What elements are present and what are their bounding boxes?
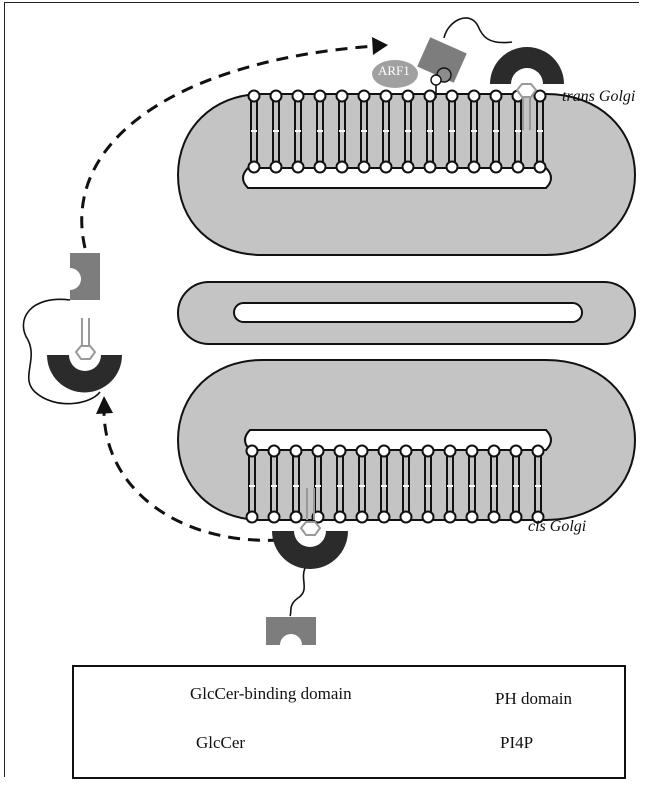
cis-golgi-label: cis Golgi (528, 518, 587, 535)
lipid (335, 89, 349, 174)
lipid (357, 89, 371, 174)
lipid (355, 444, 369, 524)
lipid (291, 89, 305, 174)
pi4p-trans (430, 67, 452, 98)
lipid (445, 89, 459, 174)
cis-bound-complex (266, 488, 348, 645)
cis-golgi-cisterna (176, 359, 637, 524)
figure-frame (4, 2, 639, 777)
trans-golgi-cisterna (176, 89, 637, 256)
dashed-arrow-top (80, 44, 376, 249)
arf1-label: ARF1 (378, 63, 410, 78)
trans-golgi-label: trans Golgi (562, 88, 636, 105)
lipid (269, 89, 283, 174)
lipid (467, 89, 481, 174)
lipid (333, 444, 347, 524)
glccer-binding-domain-trans (490, 47, 564, 84)
lipid (489, 89, 503, 174)
glccer-binding-domain-left (47, 355, 122, 393)
glccer-binding-domain-cis (272, 531, 348, 569)
legend-glccer-label: GlcCer (196, 733, 246, 752)
legend-pi4p-label: PI4P (500, 733, 534, 752)
cis-lipid-bilayer (245, 444, 545, 524)
arf1-protein (372, 60, 418, 88)
dashed-arrow-bottom (102, 411, 281, 542)
linker-tail-cis (289, 567, 306, 617)
lipid (311, 444, 325, 524)
lipid (423, 89, 437, 174)
lipid (465, 444, 479, 524)
lipid (313, 89, 327, 174)
lipid (531, 444, 545, 524)
ph-domain-trans (417, 37, 467, 83)
lipid (533, 89, 547, 174)
middle-golgi-cisterna (177, 281, 636, 345)
lipid (421, 444, 435, 524)
glccer-trans (515, 83, 538, 130)
lipid (487, 444, 501, 524)
lipid (245, 444, 259, 524)
lipid (247, 89, 261, 174)
glccer-left (74, 318, 97, 360)
legend-glccer-binding-label: GlcCer-binding domain (190, 684, 352, 703)
lipid (267, 444, 281, 524)
glccer-cis (299, 488, 322, 536)
linker-tail-left (22, 298, 101, 405)
lipid (443, 444, 457, 524)
legend-box (72, 665, 626, 779)
ph-domain-left (70, 253, 100, 300)
lipid (401, 89, 415, 174)
lipid (509, 444, 523, 524)
arrowhead-top (372, 37, 388, 55)
arrowhead-bottom (96, 396, 113, 414)
lipid (379, 89, 393, 174)
cytosolic-fapp-protein (22, 253, 122, 405)
lipid (377, 444, 391, 524)
linker-tail-trans (443, 17, 513, 44)
ph-domain-cis (266, 617, 316, 645)
lipid (289, 444, 303, 524)
legend-ph-domain-label: PH domain (495, 689, 572, 708)
trans-bound-complex (372, 17, 564, 130)
lipid (399, 444, 413, 524)
